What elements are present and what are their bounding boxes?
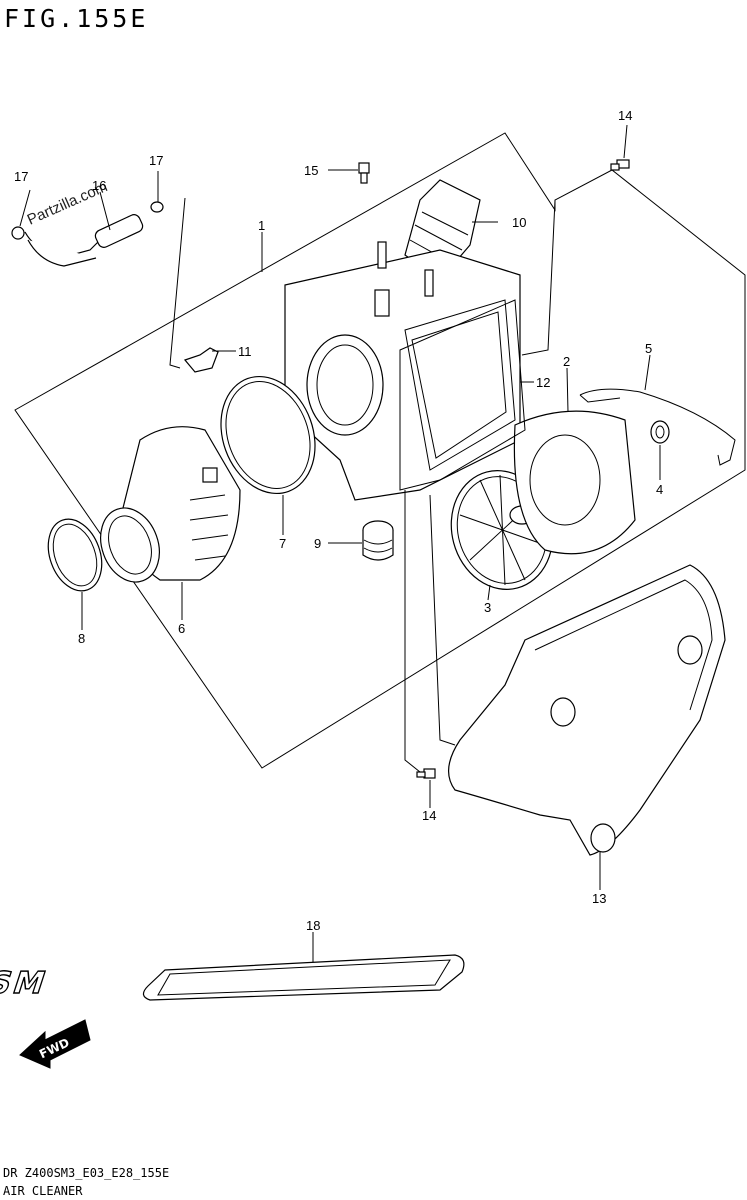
side-cover-13[interactable] <box>448 564 726 856</box>
callout-13: 13 <box>592 891 606 906</box>
callout-16: 16 <box>92 178 106 193</box>
callout-9: 9 <box>314 536 321 551</box>
seal-ring-7[interactable] <box>205 363 331 507</box>
wire-5[interactable] <box>579 388 736 466</box>
filter-element-2[interactable] <box>513 410 636 555</box>
callout-1: 1 <box>258 218 265 233</box>
callout-11: 11 <box>238 344 252 359</box>
clamp-8[interactable] <box>39 512 111 599</box>
figure-title: FIG.155E <box>4 4 149 33</box>
callout-3: 3 <box>484 600 491 615</box>
callout-6: 6 <box>178 621 185 636</box>
grommet-9[interactable] <box>362 520 394 561</box>
callout-4: 4 <box>656 482 663 497</box>
fitting-11[interactable] <box>183 347 219 373</box>
fwd-arrow-icon: FWD <box>19 1019 91 1069</box>
emblem-decal-18[interactable]: 400SM <box>0 954 465 1001</box>
callout-17-left: 17 <box>14 169 28 184</box>
breather-hose-16[interactable] <box>11 201 164 267</box>
footer-model-code: DR Z400SM3_E03_E28_155E <box>3 1166 170 1180</box>
decal-text: 400SM <box>0 966 53 1001</box>
bolt-15[interactable] <box>358 162 370 184</box>
callout-numbers: 17 16 17 15 14 10 1 11 12 2 5 4 7 9 6 8 … <box>14 108 663 933</box>
callout-8: 8 <box>78 631 85 646</box>
leader-lines <box>19 124 661 965</box>
parts-diagram: Partzilla.com <box>0 108 746 1069</box>
gasket-12[interactable] <box>399 299 526 491</box>
bolt-14-bottom[interactable] <box>416 768 436 779</box>
callout-5: 5 <box>645 341 652 356</box>
bolt-14-top[interactable] <box>610 159 630 171</box>
callout-10: 10 <box>512 215 526 230</box>
callout-15: 15 <box>304 163 318 178</box>
callout-17-right: 17 <box>149 153 163 168</box>
washer-4[interactable] <box>650 420 670 444</box>
intake-boot-6[interactable] <box>91 426 241 591</box>
callout-14-bottom: 14 <box>422 808 436 823</box>
callout-12: 12 <box>536 375 550 390</box>
callout-2: 2 <box>563 354 570 369</box>
callout-18: 18 <box>306 918 320 933</box>
air-cleaner-case-1[interactable] <box>284 241 521 501</box>
footer-section-name: AIR CLEANER <box>3 1184 83 1198</box>
callout-14-top: 14 <box>618 108 632 123</box>
callout-7: 7 <box>279 536 286 551</box>
